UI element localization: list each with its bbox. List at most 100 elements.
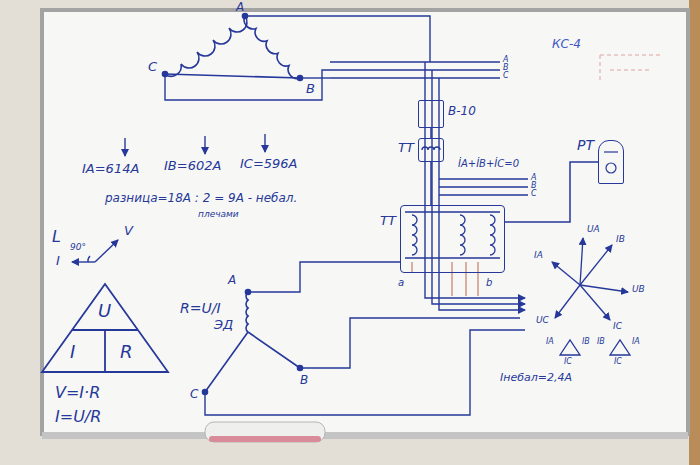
terminal-label: a bbox=[398, 277, 404, 289]
wall bbox=[689, 0, 700, 465]
whiteboard bbox=[42, 432, 688, 439]
phasor-label: IA bbox=[632, 337, 640, 346]
secondary-wires bbox=[412, 262, 478, 296]
phasor-star bbox=[552, 238, 630, 355]
ohm-triangle: U I R bbox=[40, 282, 170, 374]
bus-phase: B bbox=[503, 63, 509, 72]
phasor-label: IA bbox=[534, 250, 543, 260]
triangle-outline bbox=[40, 282, 170, 374]
inductive-phasor bbox=[95, 240, 118, 262]
current-arrows bbox=[264, 134, 265, 152]
ohm-letter: U bbox=[98, 301, 111, 322]
whiteboard bbox=[209, 436, 321, 442]
inductive-phasor bbox=[88, 256, 90, 262]
wire-connector bbox=[505, 162, 598, 222]
phasor-letter: L bbox=[52, 228, 61, 246]
busbars bbox=[330, 62, 500, 78]
gen-phase: B bbox=[306, 82, 315, 97]
phasor-star bbox=[552, 262, 580, 285]
gen-phase: C bbox=[148, 60, 157, 75]
whiteboard bbox=[205, 422, 325, 442]
phasor-label: IA bbox=[546, 337, 554, 346]
transformer-label: ТТ bbox=[380, 214, 396, 229]
busbars bbox=[245, 16, 430, 62]
current-arrows bbox=[124, 138, 125, 156]
current-transformers bbox=[490, 215, 495, 255]
relay-symbol bbox=[604, 152, 618, 173]
current-sum: İA+İB+İC=0 bbox=[458, 158, 519, 170]
relay-symbol bbox=[604, 151, 618, 152]
motor-star bbox=[205, 330, 525, 415]
busbars bbox=[165, 70, 330, 100]
current-arrows bbox=[204, 136, 205, 154]
phasor-star bbox=[580, 285, 628, 292]
busbars bbox=[300, 77, 330, 78]
motor-phase: A bbox=[228, 274, 236, 288]
gen-phase: A bbox=[236, 1, 244, 15]
current-arrows bbox=[125, 134, 265, 156]
phasor-star bbox=[555, 285, 580, 318]
phasor-label: UA bbox=[587, 224, 600, 234]
generator-delta bbox=[244, 16, 300, 78]
relay-label: РТ bbox=[577, 137, 594, 153]
secondary-wires bbox=[412, 262, 478, 296]
motor-star bbox=[300, 318, 520, 368]
phasor-star bbox=[560, 340, 580, 355]
imbalance-current: Iнебал=2,4A bbox=[500, 372, 572, 385]
imbalance-note: плечами bbox=[198, 209, 239, 219]
current-value: IB=602A bbox=[164, 159, 221, 174]
motor-star bbox=[203, 262, 526, 415]
phasor-label: UC bbox=[536, 315, 549, 325]
relay-box: РТ bbox=[598, 140, 624, 184]
generator-delta bbox=[165, 16, 247, 76]
angle-label: 90° bbox=[70, 242, 86, 252]
phasor-label: IB bbox=[597, 337, 605, 346]
motor-star bbox=[248, 262, 400, 292]
phasor-label: IB bbox=[616, 234, 625, 244]
ohm-letter: I bbox=[70, 342, 75, 363]
bus-phase: C bbox=[503, 71, 509, 80]
whiteboard bbox=[42, 10, 688, 434]
bus-phase: A bbox=[531, 173, 536, 182]
motor-phase: C bbox=[190, 388, 198, 402]
transformer-label: ТТ bbox=[398, 141, 414, 156]
wire-connector bbox=[430, 162, 432, 205]
phasor-star bbox=[580, 238, 583, 285]
current-transformers bbox=[460, 215, 465, 255]
generator-delta bbox=[165, 74, 300, 78]
bus-phase: B bbox=[531, 181, 537, 190]
phasor-label: IC bbox=[564, 357, 572, 366]
board-tag: КС-4 bbox=[552, 38, 581, 52]
bus-phase: C bbox=[531, 189, 537, 198]
formula: I=U/R bbox=[55, 408, 101, 426]
ohm-letter: R bbox=[120, 342, 133, 363]
motor-star bbox=[205, 332, 300, 392]
generator-delta bbox=[163, 14, 303, 81]
red-sketch bbox=[600, 55, 660, 82]
phasor-star bbox=[580, 285, 610, 320]
phasor-star bbox=[610, 340, 630, 355]
switch-box: В-10 bbox=[418, 100, 444, 128]
terminal-label: b bbox=[486, 277, 492, 289]
motor-label: ЭД bbox=[214, 318, 233, 333]
formula: R=U/I bbox=[180, 300, 221, 316]
current-value: IC=596A bbox=[240, 157, 298, 172]
current-transformers bbox=[422, 147, 440, 150]
wire-connector bbox=[430, 128, 432, 138]
red-sketch bbox=[600, 55, 660, 82]
phasor-label: IC bbox=[613, 321, 622, 331]
current-transformers bbox=[405, 212, 500, 258]
current-value: IA=614A bbox=[82, 162, 139, 177]
phasor-letter: I bbox=[56, 254, 60, 269]
phasor-label: IB bbox=[582, 337, 590, 346]
whiteboard bbox=[42, 10, 688, 442]
current-transformer: ТТ bbox=[418, 138, 444, 162]
switch-label: В-10 bbox=[448, 105, 476, 119]
phasor-label: UB bbox=[632, 284, 645, 294]
triangle-outline bbox=[42, 284, 168, 372]
motor-phase: B bbox=[300, 374, 308, 388]
formula: V=I·R bbox=[55, 384, 100, 402]
phasor-star bbox=[580, 245, 612, 285]
